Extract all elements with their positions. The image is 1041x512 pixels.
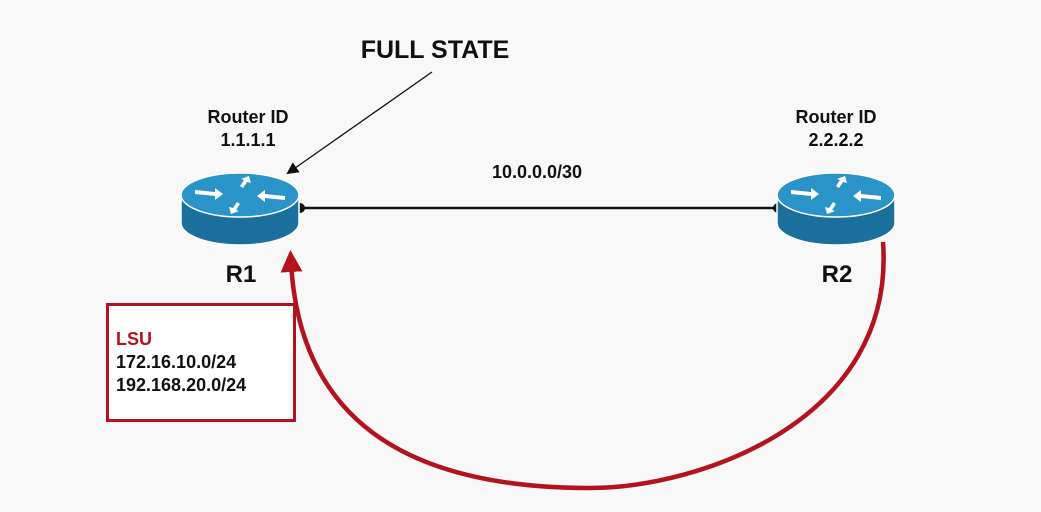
- lsu-box: LSU 172.16.10.0/24 192.168.20.0/24: [106, 303, 296, 422]
- r1-router-id: 1.1.1.1: [220, 130, 276, 150]
- full-state-pointer: [286, 71, 433, 175]
- r2-name: R2: [821, 261, 853, 288]
- router-icon: [776, 172, 896, 246]
- r1-name: R1: [225, 261, 257, 288]
- r2-router-id-block: Router ID 2.2.2.2: [766, 106, 906, 152]
- r1-router-id-block: Router ID 1.1.1.1: [178, 106, 318, 152]
- r2-router-id: 2.2.2.2: [808, 130, 864, 150]
- r1-router-id-label: Router ID: [207, 107, 289, 127]
- lsu-route: 172.16.10.0/24: [116, 352, 237, 372]
- link-subnet-label: 10.0.0.0/30: [491, 162, 583, 182]
- r2-router-id-label: Router ID: [795, 107, 877, 127]
- lsu-route: 192.168.20.0/24: [116, 375, 247, 395]
- full-state-label: FULL STATE: [360, 36, 510, 64]
- lsu-flood-arrow: [280, 241, 886, 491]
- router-icon: [180, 172, 300, 246]
- lsu-title: LSU: [116, 329, 152, 349]
